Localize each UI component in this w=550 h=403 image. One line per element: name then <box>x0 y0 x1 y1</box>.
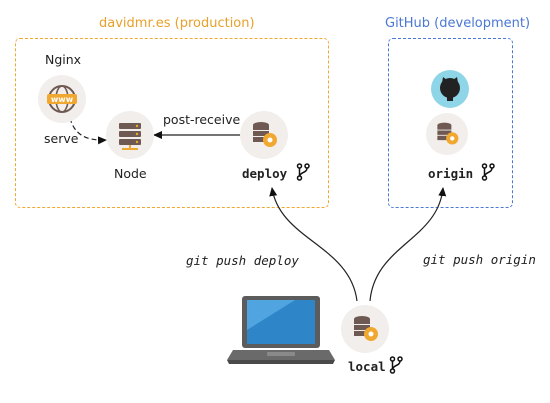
database-gear-icon <box>341 305 389 353</box>
www-globe-icon: www <box>38 75 86 123</box>
serve-edge <box>69 117 107 145</box>
push-deploy-label: git push deploy <box>186 253 299 268</box>
node-label: Node <box>114 166 147 181</box>
production-title: davidmr.es (production) <box>99 16 255 31</box>
laptop-icon <box>227 296 335 364</box>
push-deploy-edge <box>269 187 358 302</box>
git-branch-icon <box>481 163 495 181</box>
nginx-label: Nginx <box>45 52 82 67</box>
deploy-label: deploy <box>242 166 288 181</box>
push-origin-label: git push origin <box>423 252 536 267</box>
svg-text:www: www <box>51 95 74 104</box>
github-octocat-icon <box>431 70 469 108</box>
post-receive-label: post-receive <box>163 112 241 127</box>
serve-label: serve <box>44 131 79 146</box>
git-branch-icon <box>296 163 310 181</box>
push-origin-edge <box>369 187 447 302</box>
development-group <box>388 38 513 208</box>
local-label: local <box>348 359 386 374</box>
development-title: GitHub (development) <box>385 16 531 31</box>
production-group <box>15 38 329 208</box>
git-branch-icon <box>389 356 403 374</box>
server-icon <box>106 111 154 159</box>
database-gear-icon <box>240 111 288 159</box>
database-gear-icon <box>426 113 468 155</box>
origin-label: origin <box>428 166 474 181</box>
